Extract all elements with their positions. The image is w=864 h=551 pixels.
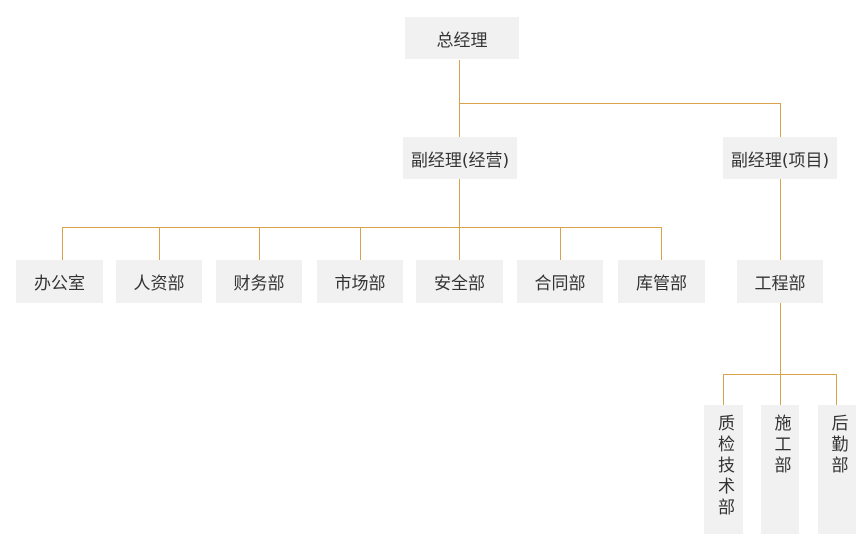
node-department: 合同部 (517, 260, 603, 303)
connector-gm-down (459, 60, 460, 138)
connector-ops-drop (159, 227, 160, 261)
connector-eng-branch (723, 374, 837, 375)
node-sub-department: 质检技术部 (704, 405, 743, 534)
connector-eng-drop (723, 374, 724, 406)
node-department: 库管部 (618, 260, 705, 303)
sub-department-label: 后勤部 (827, 414, 848, 477)
node-sub-department: 施工部 (761, 405, 799, 534)
node-sub-department: 后勤部 (818, 405, 856, 534)
connector-ops-drop (259, 227, 260, 261)
sub-department-label: 施工部 (770, 414, 791, 477)
node-engineering-department: 工程部 (737, 260, 823, 303)
node-department: 安全部 (416, 260, 503, 303)
connector-vp-ops-down (459, 179, 460, 261)
connector-ops-drop (661, 227, 662, 261)
node-department: 市场部 (317, 260, 403, 303)
node-department: 办公室 (16, 260, 103, 303)
node-deputy-manager-projects: 副经理(项目) (723, 137, 837, 179)
node-department: 人资部 (116, 260, 202, 303)
connector-ops-drop (62, 227, 63, 261)
sub-department-label: 质检技术部 (714, 414, 734, 519)
connector-gm-branch (459, 103, 781, 104)
node-general-manager: 总经理 (405, 17, 519, 59)
connector-vp-proj-up (780, 103, 781, 138)
connector-ops-drop (360, 227, 361, 261)
connector-ops-drop (560, 227, 561, 261)
connector-eng-down (780, 303, 781, 406)
connector-vp-proj-down (780, 179, 781, 261)
node-deputy-manager-operations: 副经理(经营) (403, 137, 517, 179)
node-department: 财务部 (216, 260, 302, 303)
connector-eng-drop (836, 374, 837, 406)
connector-ops-branch (62, 227, 661, 228)
